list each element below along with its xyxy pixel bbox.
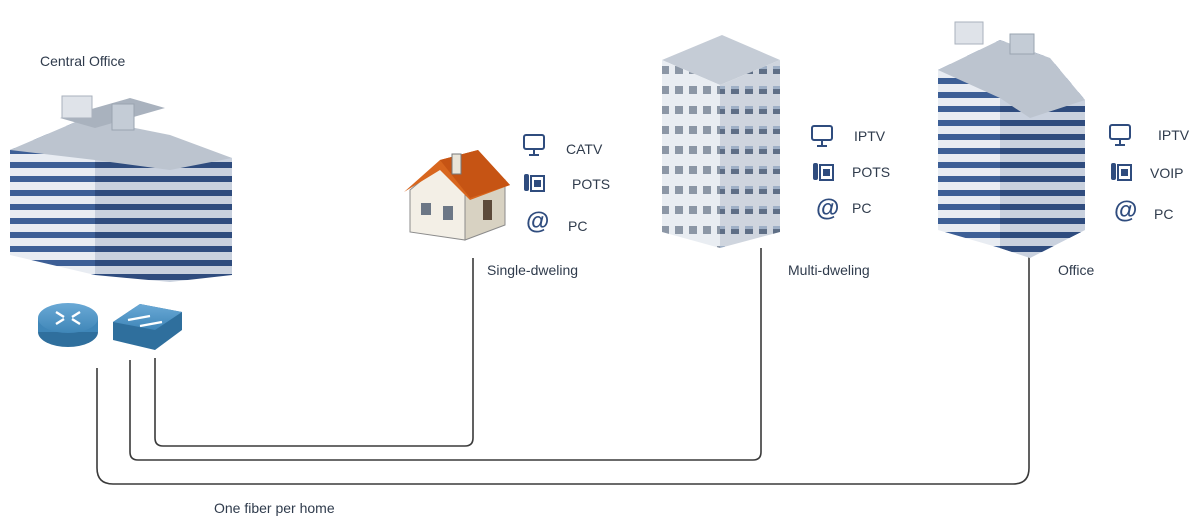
apartment-building <box>662 35 780 248</box>
site-label-office: Office <box>1058 262 1095 278</box>
service-label: PC <box>568 218 588 234</box>
central-office-building <box>10 95 232 282</box>
service-label: IPTV <box>854 128 886 144</box>
service-label: POTS <box>852 164 891 180</box>
service-label: POTS <box>572 176 611 192</box>
office-building <box>938 21 1085 258</box>
fiber-line-office <box>96 236 1030 485</box>
service-label: PC <box>852 200 872 216</box>
fiber-links <box>96 236 1030 485</box>
router-icon <box>38 303 98 347</box>
phone-icon <box>524 174 545 192</box>
tv-icon <box>811 125 833 147</box>
phone-icon <box>1111 163 1132 181</box>
service-label: IPTV <box>1158 127 1190 143</box>
fiber-line-single-dwelling <box>154 258 474 447</box>
service-label: PC <box>1154 206 1174 222</box>
service-label: CATV <box>566 141 603 157</box>
site-label-multi-dwelling: Multi-dweling <box>788 262 870 278</box>
fiber-line-multi-dwelling <box>129 248 762 461</box>
service-label: VOIP <box>1150 165 1184 181</box>
at-icon: @ <box>1114 197 1137 224</box>
at-icon: @ <box>526 208 549 235</box>
site-label-single-dwelling: Single-dweling <box>487 262 579 278</box>
switch-icon <box>113 304 182 350</box>
at-icon: @ <box>816 195 839 222</box>
tv-icon <box>523 134 545 156</box>
tv-icon <box>1109 124 1131 146</box>
central-office-label: Central Office <box>40 53 126 69</box>
house-icon <box>404 150 510 241</box>
fiber-caption: One fiber per home <box>214 500 335 516</box>
phone-icon <box>813 163 834 181</box>
